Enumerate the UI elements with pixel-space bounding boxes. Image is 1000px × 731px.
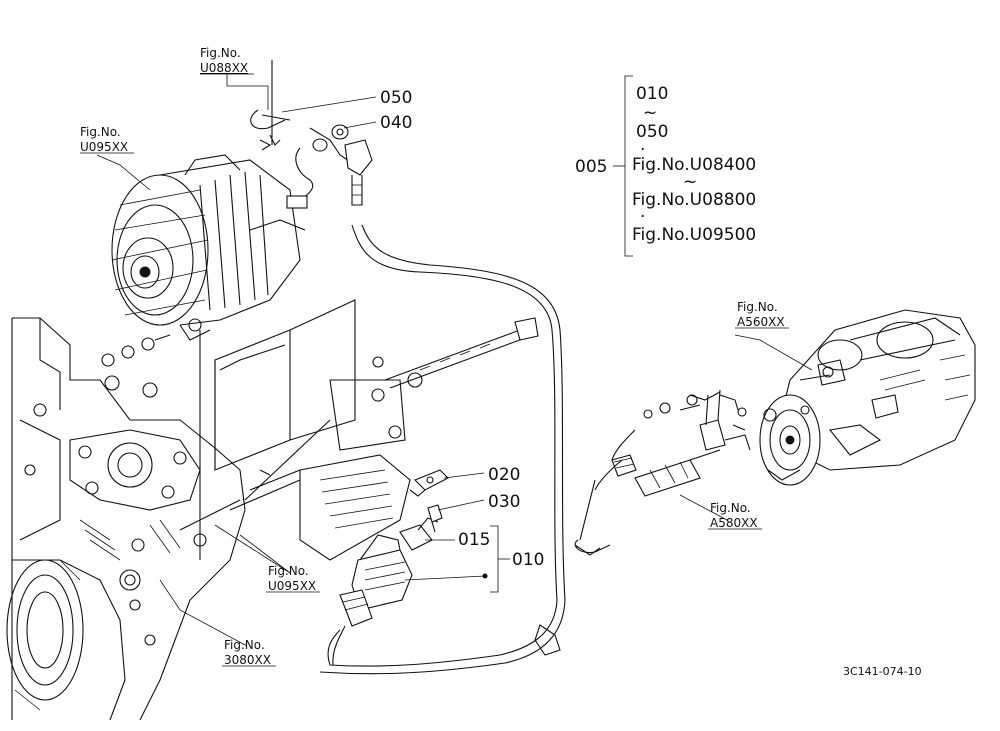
bracket-line: Fig.No.U08400: [632, 155, 756, 175]
fig-ref-code: A560XX: [737, 315, 785, 329]
leader-lines: [96, 73, 813, 647]
fig-ref-label: Fig.No.: [200, 46, 241, 60]
part-label-050: 050: [380, 88, 412, 108]
fig-ref-code: U095XX: [80, 140, 128, 154]
figure-references: Fig.No. U088XX Fig.No. U095XX Fig.No. A5…: [80, 46, 789, 667]
mounting-bracket: [179, 299, 539, 561]
bracket-line: Fig.No.U09500: [632, 225, 756, 245]
part-label-005: 005: [575, 157, 607, 177]
fig-ref-label: Fig.No.: [268, 564, 309, 578]
part-label-040: 040: [380, 113, 412, 133]
battery-terminal: [250, 60, 611, 675]
fig-ref-code: U088XX: [200, 61, 248, 75]
starter-switch: [332, 469, 449, 666]
bracket-tilde: ~: [643, 103, 657, 123]
bracket-dot: ·: [640, 140, 645, 160]
fig-ref-label: Fig.No.: [737, 300, 778, 314]
fig-ref-code: A580XX: [710, 516, 758, 530]
fig-ref-code: 3080XX: [224, 653, 271, 667]
part-label-030: 030: [488, 492, 520, 512]
bracket-line: 050: [636, 122, 668, 142]
part-labels: 050 040 020 030 015 010 005: [380, 88, 607, 570]
starter-cable-terminals: [594, 389, 751, 497]
fig-ref-label: Fig.No.: [224, 638, 265, 652]
part-label-020: 020: [488, 465, 520, 485]
starter-motor: [759, 309, 976, 486]
bracket-line: Fig.No.U08800: [632, 190, 756, 210]
part-label-015: 015: [458, 530, 490, 550]
diagram-code: 3C141-074-10: [843, 665, 922, 678]
part-label-010: 010: [512, 550, 544, 570]
fig-ref-label: Fig.No.: [710, 501, 751, 515]
fig-ref-label: Fig.No.: [80, 125, 121, 139]
fig-ref-code: U095XX: [268, 579, 316, 593]
alternator: [101, 154, 306, 367]
bracket-line: 010: [636, 84, 668, 104]
bracket-tilde: ~: [683, 172, 697, 192]
assembly-bracket: 010 ~ 050 · Fig.No.U08400 ~ Fig.No.U0880…: [632, 84, 756, 245]
bracket-dot: ·: [640, 207, 645, 227]
engine-block: [6, 317, 246, 721]
